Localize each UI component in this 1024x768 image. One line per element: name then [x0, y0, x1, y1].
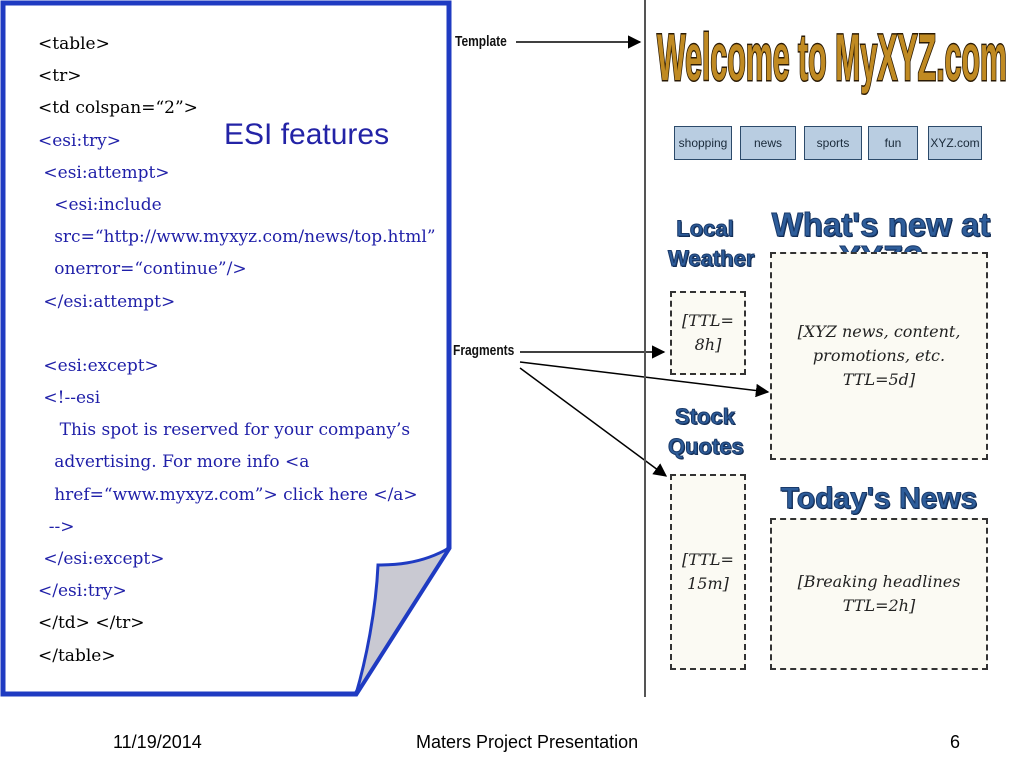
- code-listing: <table> <tr> <td colspan=“2”> <esi:try> <es…: [38, 28, 436, 672]
- template-label: Template: [455, 33, 507, 50]
- code-line: <!--esi: [38, 388, 101, 409]
- nav-button-fun[interactable]: fun: [868, 126, 918, 160]
- esi-features-label: ESI features: [224, 118, 390, 151]
- footer-date: 11/19/2014: [113, 732, 202, 752]
- code-line: </table>: [38, 645, 116, 666]
- nav-button-xyz-com[interactable]: XYZ.com: [928, 126, 982, 160]
- footer-title: Maters Project Presentation: [416, 732, 639, 752]
- code-line: <td colspan=“2”>: [38, 98, 198, 119]
- code-line: onerror=“continue”/>: [38, 259, 247, 280]
- todays-news-heading: Today's News: [780, 482, 978, 515]
- stock-quotes-heading: Stock Quotes: [668, 403, 745, 459]
- code-line: </esi:except>: [38, 549, 165, 569]
- code-line: </esi:try>: [38, 581, 127, 602]
- fragment-todays-news: [Breaking headlines TTL=2h]: [770, 518, 988, 670]
- fragment-whats-new: [XYZ news, content, promotions, etc. TTL…: [770, 252, 988, 460]
- code-line: -->: [38, 516, 75, 537]
- code-line: <table>: [38, 34, 110, 54]
- fragment-weather: [TTL= 8h]: [670, 291, 746, 375]
- nav-button-news[interactable]: news: [740, 126, 796, 160]
- footer-page-number: 6: [950, 732, 961, 752]
- fragment-arrow-stock: [519, 367, 668, 477]
- code-line: <esi:except>: [38, 355, 159, 376]
- code-line: </esi:attempt>: [38, 291, 176, 312]
- nav-button-shopping[interactable]: shopping: [674, 126, 732, 160]
- code-line: advertising. For more info <a: [38, 452, 310, 473]
- code-line: src=“http://www.myxyz.com/news/top.html”: [38, 227, 436, 248]
- code-page: <table> <tr> <td colspan=“2”> <esi:try> <es…: [0, 0, 456, 697]
- code-line: <esi:include: [38, 194, 162, 215]
- code-line: <esi:attempt>: [38, 162, 170, 183]
- site-left-border: [644, 0, 646, 697]
- site-banner: Welcome to MyXYZ.com: [656, 19, 1009, 96]
- nav-button-sports[interactable]: sports: [804, 126, 862, 160]
- fragments-label: Fragments: [453, 342, 515, 359]
- code-line: href=“www.myxyz.com”> click here </a>: [38, 484, 418, 505]
- code-line: This spot is reserved for your company’s: [38, 420, 411, 441]
- code-line: <tr>: [38, 66, 82, 87]
- code-line: <esi:try>: [38, 130, 121, 151]
- site-banner-text: Welcome to MyXYZ.com: [657, 20, 1007, 94]
- local-weather-heading: Local Weather: [668, 215, 755, 271]
- code-line: </td> </tr>: [38, 613, 145, 634]
- fragment-stock-quotes: [TTL= 15m]: [670, 474, 746, 670]
- page-outline: [0, 0, 452, 697]
